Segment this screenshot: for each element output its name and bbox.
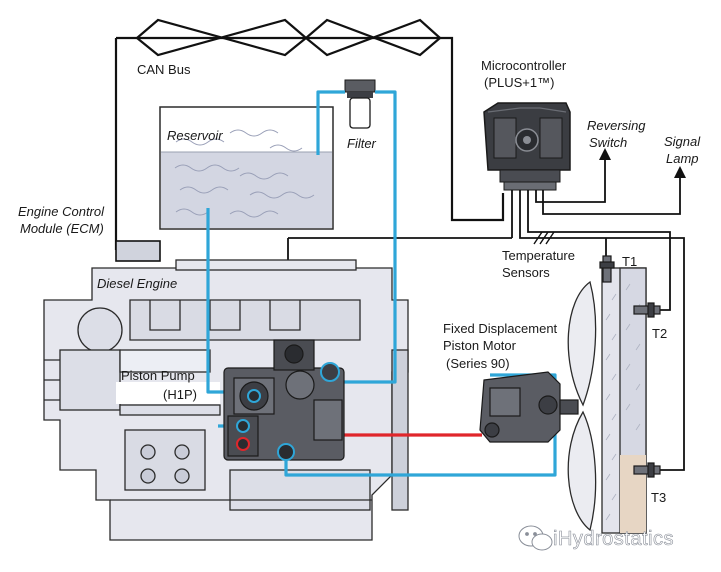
sensor-t3 xyxy=(633,462,661,478)
sensor-t2 xyxy=(633,302,661,318)
reservoir-label: Reservoir xyxy=(167,128,223,143)
series-label: (Series 90) xyxy=(446,356,510,371)
t3-label: T3 xyxy=(651,490,666,505)
filter-label: Filter xyxy=(347,136,377,151)
microcontroller-model-label: (PLUS+1™) xyxy=(484,75,554,90)
filter-unit xyxy=(344,79,376,129)
sensors-label: Sensors xyxy=(502,265,550,280)
switch-label: Switch xyxy=(589,135,627,150)
pump-label-backdrop xyxy=(116,382,220,404)
t2-label: T2 xyxy=(652,326,667,341)
wechat-icon xyxy=(518,525,553,551)
signal-label: Signal xyxy=(664,134,701,149)
arrow-heads xyxy=(599,148,686,178)
ecm-label-line1: Engine Control xyxy=(18,204,105,219)
piston-pump-label: Piston Pump xyxy=(121,368,195,383)
piston-pump-model-label: (H1P) xyxy=(163,387,197,402)
sensor-t1 xyxy=(599,255,615,283)
lamp-label: Lamp xyxy=(666,151,699,166)
microcontroller-unit xyxy=(483,102,571,191)
cooling-fan xyxy=(567,280,597,532)
can-bus-label: CAN Bus xyxy=(137,62,191,77)
reservoir-tank xyxy=(159,106,334,230)
diesel-engine-label: Diesel Engine xyxy=(97,276,177,291)
piston-motor-series90 xyxy=(479,371,579,443)
piston-motor-label: Piston Motor xyxy=(443,338,517,353)
sensor-wire-hatch xyxy=(533,231,555,245)
microcontroller-label: Microcontroller xyxy=(481,58,567,73)
watermark: iHydrostatics xyxy=(518,525,674,551)
temperature-label: Temperature xyxy=(502,248,575,263)
watermark-text: iHydrostatics xyxy=(553,528,674,550)
ecm-box xyxy=(115,240,161,262)
can-bus xyxy=(114,18,505,250)
fixed-displacement-label: Fixed Displacement xyxy=(443,321,558,336)
reversing-label: Reversing xyxy=(587,118,646,133)
t1-label: T1 xyxy=(622,254,637,269)
ecm-label-line2: Module (ECM) xyxy=(20,221,104,236)
piston-pump-h1p xyxy=(223,339,345,461)
